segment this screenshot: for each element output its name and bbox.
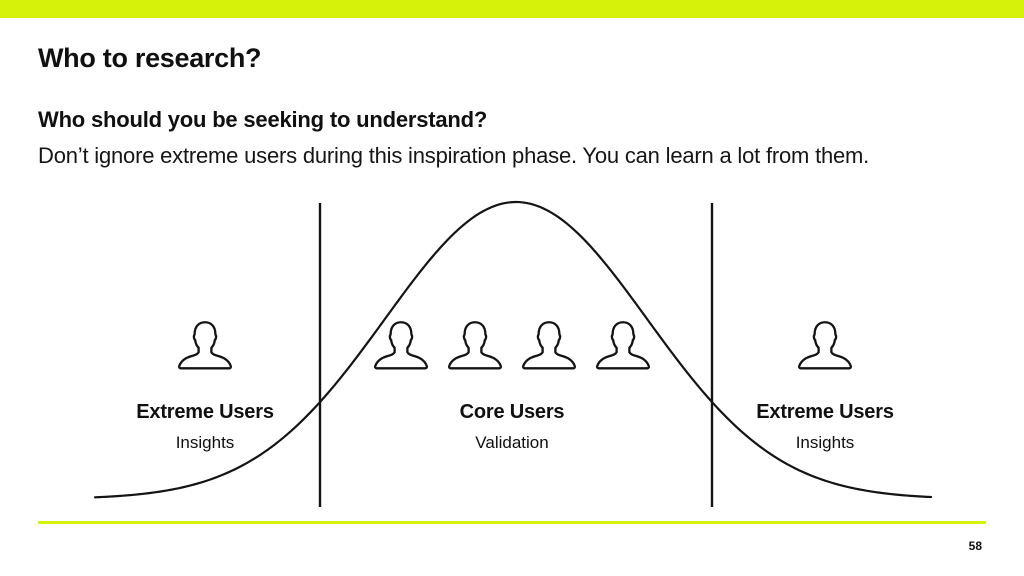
group-sublabel: Insights bbox=[175, 433, 235, 452]
slide-title: Who to research? bbox=[38, 43, 262, 73]
group-sublabel: Validation bbox=[475, 433, 549, 452]
icons-row bbox=[370, 317, 654, 375]
top-accent-bar bbox=[0, 0, 1024, 18]
bell-curve bbox=[93, 200, 933, 499]
user-group-core: Core Users Validation bbox=[362, 317, 662, 453]
user-group-extreme-left: Extreme Users Insights bbox=[55, 317, 355, 453]
slide-subtitle: Who should you be seeking to understand? bbox=[38, 107, 488, 132]
user-icon bbox=[794, 317, 856, 375]
group-label: Extreme Users bbox=[756, 401, 894, 423]
user-icon bbox=[174, 317, 236, 375]
icons-row bbox=[794, 317, 856, 375]
group-label: Extreme Users bbox=[136, 401, 274, 423]
user-icon bbox=[444, 317, 506, 375]
icons-row bbox=[174, 317, 236, 375]
bell-curve-diagram: Extreme Users Insights Core Users Valida… bbox=[0, 195, 1024, 525]
user-icon bbox=[370, 317, 432, 375]
bottom-accent-line bbox=[38, 521, 986, 524]
group-label: Core Users bbox=[459, 401, 565, 423]
user-icon bbox=[518, 317, 580, 375]
bell-curve-canvas bbox=[93, 200, 933, 507]
group-sublabel: Insights bbox=[795, 433, 855, 452]
page-number: 58 bbox=[968, 539, 982, 553]
user-group-extreme-right: Extreme Users Insights bbox=[675, 317, 975, 453]
slide-body-text: Don’t ignore extreme users during this i… bbox=[38, 143, 870, 168]
user-icon bbox=[592, 317, 654, 375]
